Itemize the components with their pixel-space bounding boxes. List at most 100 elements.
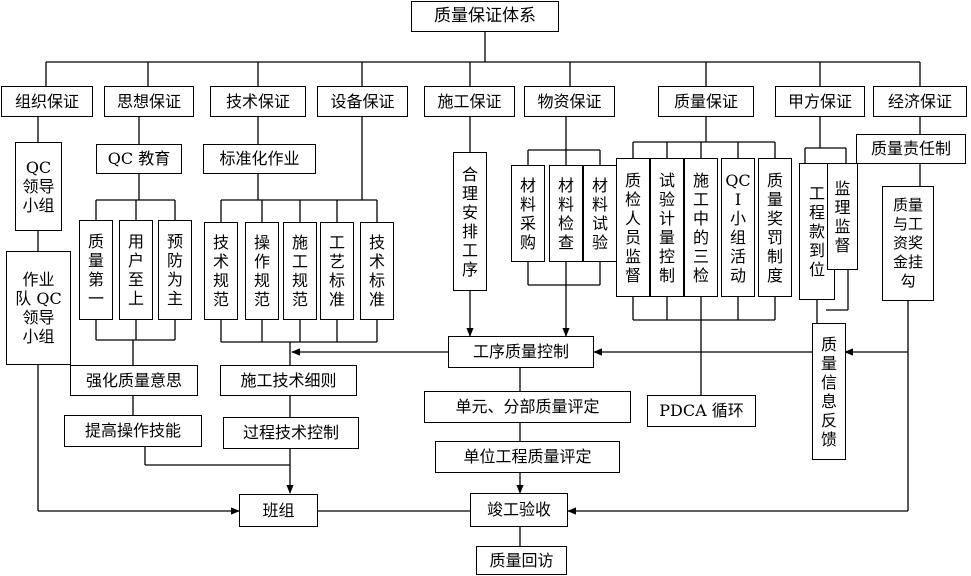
vertical-char: 量 <box>766 189 783 209</box>
construction-tech-rules-box: 施工技术细则 <box>220 365 357 396</box>
vertical-char: 员 <box>624 227 641 247</box>
vertical-char: 工 <box>808 184 825 203</box>
text-line: 作业 <box>22 270 55 289</box>
vertical-char: 准 <box>328 290 345 309</box>
construction-spec-box: 施工规范 <box>283 222 317 320</box>
vertical-char: 技 <box>368 233 385 252</box>
vertical-char: 安 <box>461 202 478 222</box>
vertical-char: 监 <box>834 216 851 236</box>
text-line: 金挂 <box>892 253 923 271</box>
vertical-char: 量 <box>820 353 837 373</box>
vertical-char: 术 <box>212 252 229 271</box>
vertical-char: 罚 <box>766 227 783 247</box>
text-line: QC <box>25 158 52 177</box>
vertical-char: 检 <box>624 189 641 209</box>
text-line: 小组 <box>22 327 55 346</box>
unit-quality-eval-box: 单元、分部质量评定 <box>424 391 631 423</box>
text-line: 质量 <box>892 196 923 214</box>
vertical-char: 反 <box>820 410 837 430</box>
vertical-char: 计 <box>658 208 675 228</box>
vertical-char: 标 <box>368 271 385 290</box>
text-line: 队 QC <box>15 289 62 308</box>
vertical-char: 合 <box>461 164 478 184</box>
vertical-char: 一 <box>87 289 104 308</box>
material-inspection-box: 材料检查 <box>549 165 583 262</box>
vertical-char: 主 <box>166 289 183 308</box>
text-line: 资奖 <box>892 234 923 252</box>
vertical-char: 理 <box>834 197 851 217</box>
tech-spec-box: 技术规范 <box>204 222 238 320</box>
vertical-char: 验 <box>591 232 608 252</box>
vertical-char: 工 <box>328 233 345 252</box>
text-line: 与工 <box>892 215 923 233</box>
vertical-char: 度 <box>766 265 783 285</box>
equip-guarantee-box: 设备保证 <box>317 86 408 117</box>
text-line: QC <box>725 170 751 190</box>
vertical-char: 监 <box>624 246 641 266</box>
vertical-char: 质 <box>820 334 837 354</box>
vertical-char: 人 <box>624 208 641 228</box>
strengthen-quality-awareness-box: 强化质量意思 <box>70 365 198 396</box>
vertical-char: 操 <box>253 233 270 252</box>
vertical-char: 采 <box>519 213 536 233</box>
vertical-char: 至 <box>127 270 144 289</box>
vertical-char: 材 <box>519 175 536 195</box>
vertical-char: 检 <box>557 213 574 233</box>
vertical-char: 监 <box>834 178 851 198</box>
vertical-char: 施 <box>692 170 709 190</box>
vertical-char: 款 <box>808 222 825 241</box>
text-line: 活 <box>729 246 746 266</box>
vertical-char: 验 <box>658 189 675 209</box>
vertical-char: 为 <box>166 270 183 289</box>
reward-penalty-system-box: 质量奖罚制度 <box>758 158 792 297</box>
tech-guarantee-box: 技术保证 <box>210 86 306 117</box>
tech-standard-box: 技术标准 <box>360 222 394 320</box>
vertical-char: 工 <box>291 252 308 271</box>
material-purchase-box: 材料采购 <box>511 165 545 262</box>
project-quality-eval-box: 单位工程质量评定 <box>435 441 620 473</box>
vertical-char: 督 <box>624 265 641 285</box>
quality-guarantee-box: 质量保证 <box>658 86 754 117</box>
standardized-operation-box: 标准化作业 <box>203 144 316 174</box>
vertical-char: 规 <box>291 271 308 290</box>
process-tech-control-box: 过程技术控制 <box>223 417 359 449</box>
text-line: 小 <box>729 208 746 228</box>
text-line: I <box>734 189 742 209</box>
team-box: 班组 <box>239 494 318 527</box>
quality-revisit-box: 质量回访 <box>476 546 567 575</box>
vertical-char: 质 <box>766 170 783 190</box>
prevention-first-box: 预防为主 <box>158 220 192 320</box>
qc-education-box: QC 教育 <box>96 144 182 174</box>
vertical-char: 程 <box>808 203 825 222</box>
vertical-char: 制 <box>766 246 783 266</box>
vertical-char: 材 <box>591 175 608 195</box>
vertical-char: 料 <box>591 194 608 214</box>
vertical-char: 艺 <box>328 252 345 271</box>
vertical-char: 规 <box>212 271 229 290</box>
economic-guarantee-box: 经济保证 <box>873 86 967 117</box>
vertical-char: 查 <box>557 232 574 252</box>
vertical-char: 料 <box>557 194 574 214</box>
text-line: 领导 <box>22 308 55 327</box>
vertical-char: 量 <box>658 227 675 247</box>
quality-bonus-box: 质量与工资奖金挂勾 <box>882 186 934 301</box>
supervision-box: 监理监督 <box>827 163 858 270</box>
vertical-char: 作 <box>253 252 270 271</box>
vertical-char: 材 <box>557 175 574 195</box>
vertical-char: 控 <box>658 246 675 266</box>
vertical-char: 准 <box>368 290 385 309</box>
vertical-char: 序 <box>461 259 478 279</box>
material-test-box: 材料试验 <box>583 165 617 262</box>
vertical-char: 规 <box>253 271 270 290</box>
text-line: 领导 <box>22 177 55 196</box>
vertical-char: 工 <box>692 189 709 209</box>
vertical-char: 量 <box>87 251 104 270</box>
vertical-char: 制 <box>658 265 675 285</box>
vertical-char: 防 <box>166 251 183 270</box>
vertical-char: 馈 <box>820 429 837 449</box>
operation-spec-box: 操作规范 <box>245 222 279 320</box>
